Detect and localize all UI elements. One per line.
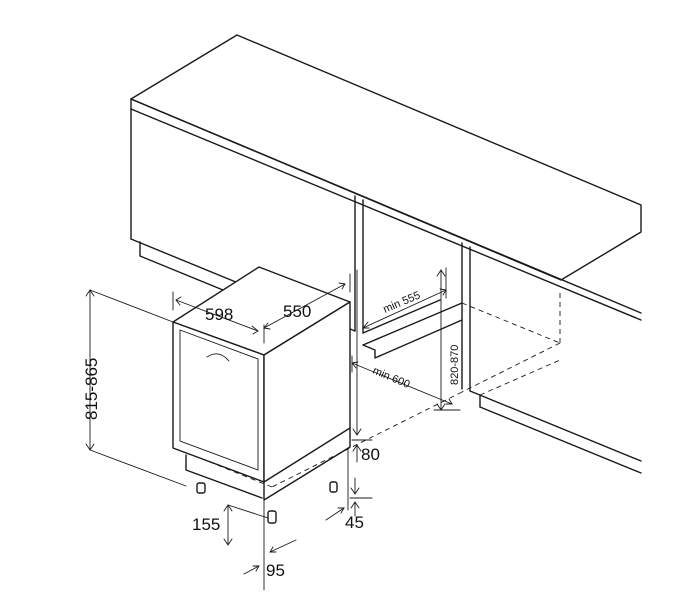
dim-foot-label: 45 xyxy=(345,513,364,532)
dim-min-600: min 600 xyxy=(351,355,453,405)
dim-foot: 45 xyxy=(325,447,373,532)
dim-niche-height-label: 820-870 xyxy=(449,345,461,385)
dim-front-foot: 155 xyxy=(192,504,269,546)
dim-side-foot: 95 xyxy=(243,481,297,591)
dishwasher xyxy=(172,266,351,524)
foot-rear-right xyxy=(329,481,338,493)
dim-front-foot-label: 155 xyxy=(192,515,220,534)
dim-niche-height: 820-870 xyxy=(433,269,461,411)
dim-depth-label: 550 xyxy=(283,302,311,321)
dim-min-555: min 555 xyxy=(362,267,447,329)
dim-width-label: 598 xyxy=(205,305,233,324)
dim-height-label: 815-865 xyxy=(82,358,101,420)
worktop-cabinet xyxy=(130,34,642,474)
door-handle-icon xyxy=(206,353,230,362)
dim-plinth-label: 80 xyxy=(361,445,380,464)
dim-depth: 550 xyxy=(263,273,351,330)
dim-height: 815-865 xyxy=(82,289,187,487)
dim-plinth: 80 xyxy=(351,269,380,464)
foot-front-right xyxy=(267,510,277,524)
foot-front-left xyxy=(196,482,206,494)
dim-min-600-label: min 600 xyxy=(371,365,412,391)
dim-side-foot-label: 95 xyxy=(266,561,285,580)
dim-min-555-label: min 555 xyxy=(381,289,422,315)
